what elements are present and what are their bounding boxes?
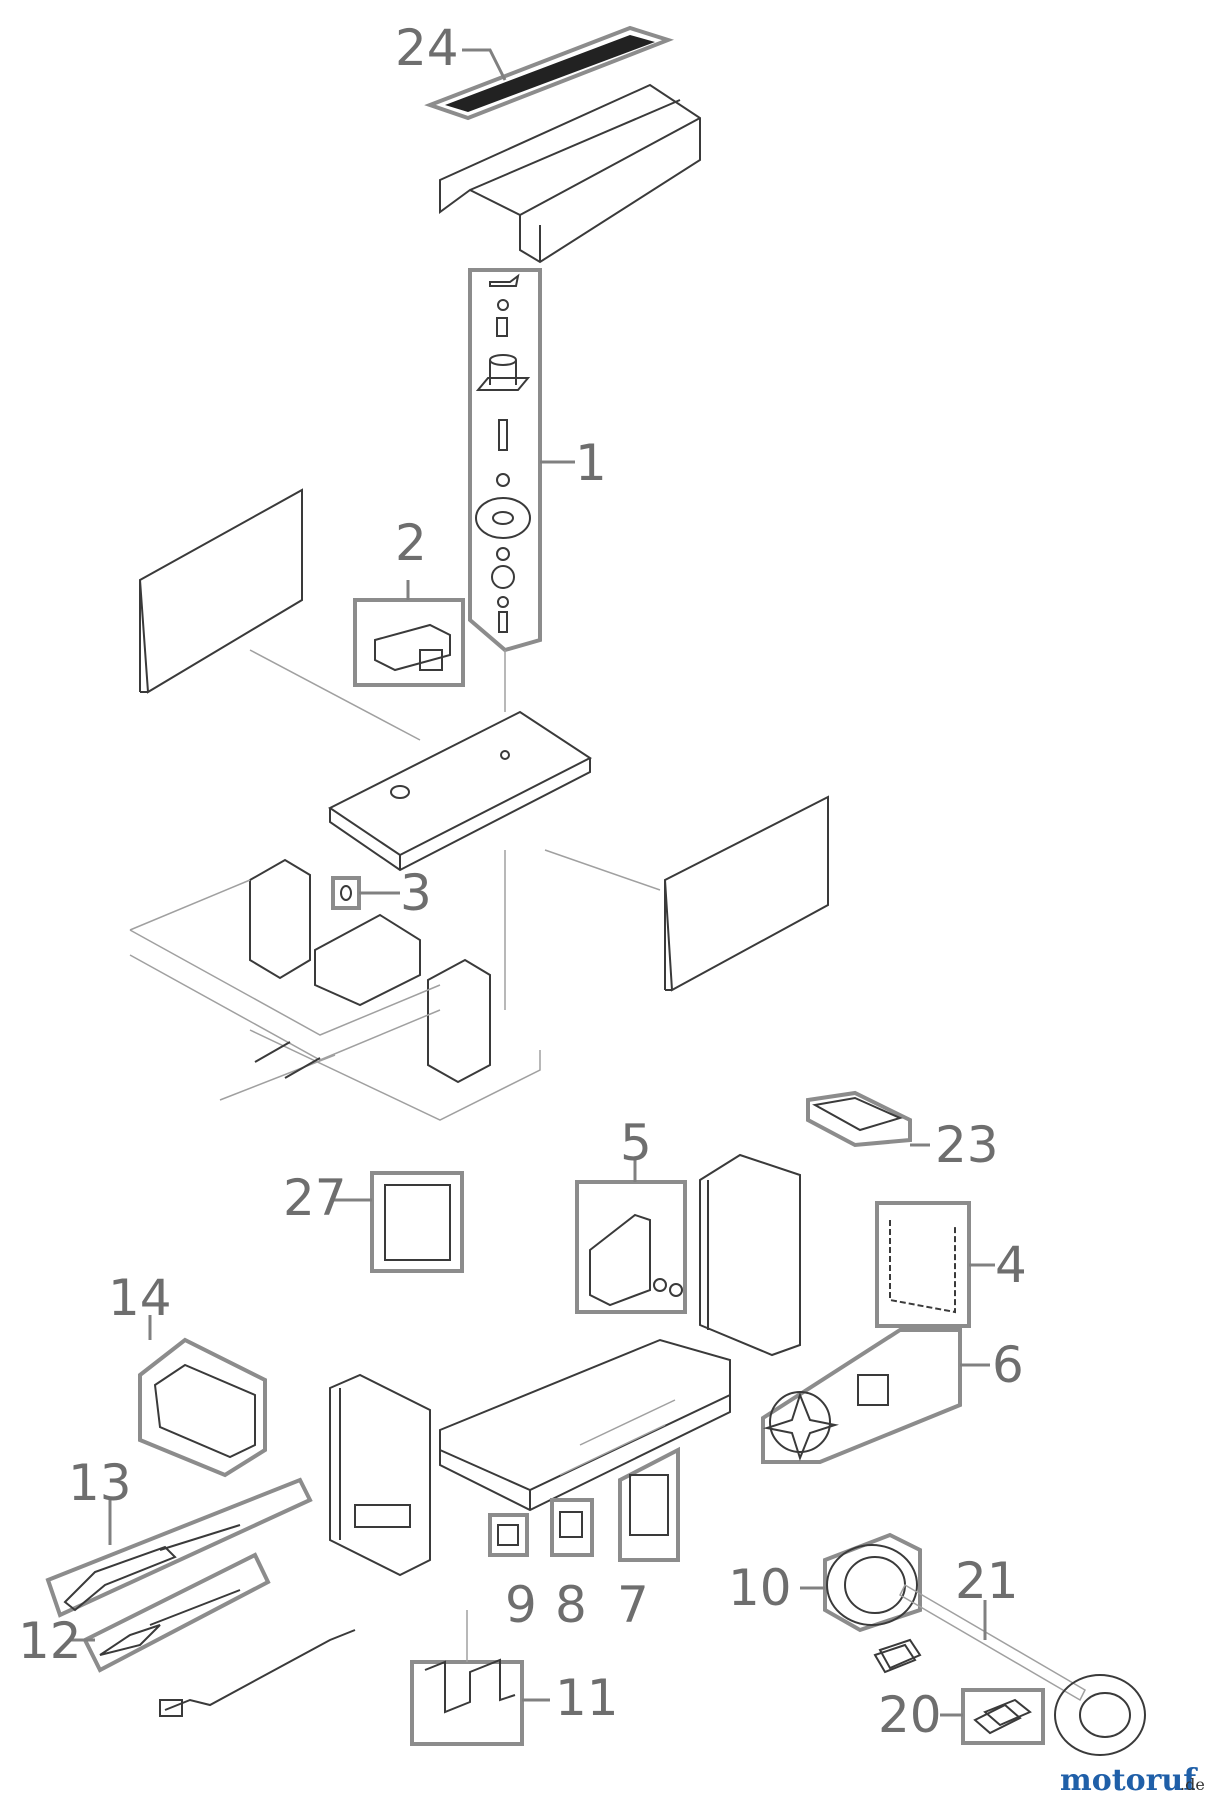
right-side-panel bbox=[663, 795, 829, 992]
part-11-mounting-bracket bbox=[410, 1610, 550, 1746]
callout-27: 27 bbox=[283, 1169, 347, 1227]
callout-8: 8 bbox=[555, 1576, 587, 1634]
part-10-wheel bbox=[800, 1532, 922, 1633]
bottom-chassis bbox=[439, 1338, 731, 1512]
main-transformer bbox=[129, 858, 541, 1121]
part-7-pcb bbox=[618, 1446, 680, 1562]
part-27-control-transformer bbox=[330, 1171, 464, 1273]
part-4-chain bbox=[875, 1201, 995, 1328]
part-21-axle bbox=[899, 1583, 1086, 1702]
part-24-vent-filter bbox=[424, 25, 675, 121]
part-23-handle-bracket bbox=[806, 1090, 930, 1148]
motoruf-logo: motoruf .de bbox=[1060, 1763, 1205, 1798]
part-9-socket bbox=[488, 1513, 529, 1557]
callout-9: 9 bbox=[505, 1576, 537, 1634]
mains-cable bbox=[159, 1629, 356, 1717]
part-13-welding-torch bbox=[45, 1477, 313, 1618]
callout-21: 21 bbox=[955, 1552, 1019, 1610]
callout-11: 11 bbox=[555, 1669, 619, 1727]
part-8-relay bbox=[550, 1498, 594, 1557]
callout-10: 10 bbox=[728, 1559, 792, 1617]
left-side-panel bbox=[138, 488, 421, 741]
callout-14: 14 bbox=[108, 1269, 172, 1327]
part-14-front-cover bbox=[138, 1315, 267, 1478]
part-3-thermostat bbox=[331, 876, 400, 910]
part-2-switch-assembly bbox=[353, 580, 465, 687]
callout-1: 1 bbox=[575, 434, 607, 492]
callout-12: 12 bbox=[18, 1612, 82, 1670]
part-5-rectifier bbox=[575, 1160, 687, 1314]
front-panel bbox=[329, 1373, 431, 1577]
logo-tld: .de bbox=[1180, 1775, 1205, 1794]
callout-6: 6 bbox=[992, 1336, 1024, 1394]
axle-spacers bbox=[873, 1638, 922, 1674]
callout-20: 20 bbox=[878, 1686, 942, 1744]
top-cover bbox=[439, 83, 701, 264]
callout-7: 7 bbox=[617, 1576, 649, 1634]
part-6-fan-assembly bbox=[761, 1328, 990, 1464]
callout-5: 5 bbox=[620, 1114, 652, 1172]
part-20-washers bbox=[940, 1688, 1045, 1745]
middle-base-plate bbox=[328, 650, 661, 1010]
part-12-earth-clamp bbox=[70, 1552, 271, 1673]
logo-text: motoruf bbox=[1060, 1763, 1198, 1798]
callout-3: 3 bbox=[400, 864, 432, 922]
callout-13: 13 bbox=[68, 1454, 132, 1512]
rear-wheel bbox=[1054, 1674, 1146, 1756]
part-1-spindle-assembly bbox=[468, 268, 575, 653]
callout-24: 24 bbox=[395, 19, 459, 77]
callout-4: 4 bbox=[995, 1236, 1027, 1294]
callout-23: 23 bbox=[935, 1116, 999, 1174]
callout-2: 2 bbox=[395, 514, 427, 572]
rear-panel bbox=[699, 1153, 801, 1357]
core-brackets bbox=[254, 1041, 321, 1079]
